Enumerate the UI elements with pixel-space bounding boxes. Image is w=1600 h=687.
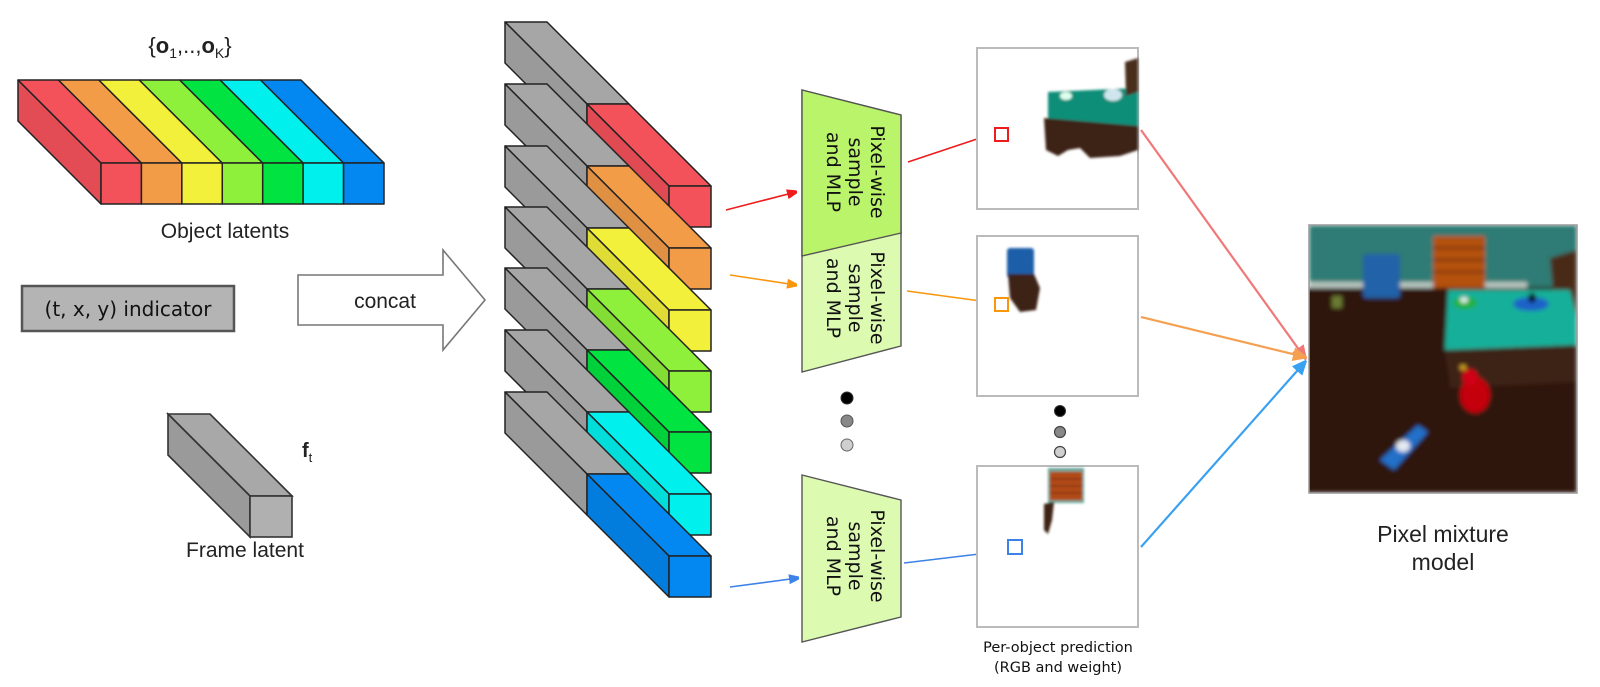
- svg-text:{o1,..,oK}: {o1,..,oK}: [148, 33, 231, 61]
- arrow-pred-to-mixture-1: [1140, 129, 1305, 358]
- arrow-stack-to-mlp-2: [729, 274, 796, 285]
- indicator-rect: [20, 284, 236, 333]
- mlp-3-line3: and MLP: [822, 516, 844, 596]
- mlp-trapezoid-3: [801, 474, 902, 643]
- panel-ellipsis: [1053, 405, 1067, 459]
- set-o1: o: [156, 33, 169, 58]
- arrow-pred-to-mixture-2: [1140, 315, 1305, 357]
- arrow-mlp-to-pred-1: [907, 136, 986, 163]
- panel-3-content: [1044, 468, 1084, 534]
- mlp-trapezoid-1-overlay: [801, 89, 902, 257]
- mlp-3-line1: Pixel-wise: [866, 509, 888, 602]
- panel-3-frame: [976, 465, 1139, 628]
- frame-latent-symbol: ft: [302, 440, 313, 465]
- mlp-1-line3: and MLP: [822, 132, 844, 212]
- arrow-stack-to-mlp-3: [729, 578, 798, 588]
- mlp-text-2: Pixel-wise sample and MLP: [822, 251, 888, 344]
- set-sub-K: K: [215, 45, 225, 61]
- mlp-text-1: Pixel-wise sample and MLP: [822, 125, 888, 218]
- pixel-marker-3: [1007, 539, 1023, 555]
- panel-2-frame: [976, 235, 1139, 397]
- set-brace-open: {: [148, 33, 155, 58]
- mlp-ellipsis: [840, 391, 854, 452]
- frame-latent-caption: Frame latent: [186, 539, 304, 562]
- frame-latent-front-face: [249, 495, 293, 538]
- mlp-text-3: Pixel-wise sample and MLP: [822, 509, 888, 602]
- mlp-1-line1: Pixel-wise: [866, 125, 888, 218]
- pixel-mixture-image: [1308, 224, 1578, 494]
- arrow-pred-to-mixture-3: [1140, 362, 1305, 548]
- mlp-block-3: [801, 474, 902, 643]
- set-brace-close: }: [224, 33, 231, 58]
- pixel-marker-2: [994, 297, 1009, 312]
- object-latents-caption: Object latents: [161, 220, 289, 243]
- per-object-panel-3: [976, 465, 1139, 628]
- concat-arrow-shape: [297, 247, 487, 353]
- panel-ellipsis-dot-3: [1053, 445, 1067, 459]
- object-latent-slot-5-front: [261, 162, 304, 205]
- frame-symbol-f: f: [302, 440, 309, 462]
- per-object-panel-2: [976, 235, 1139, 397]
- panel-ellipsis-dot-2: [1053, 425, 1067, 439]
- mlp-1-line2: sample: [844, 137, 866, 206]
- ellipsis-dot-1: [840, 391, 854, 405]
- concat-arrow: concat: [297, 247, 487, 353]
- object-latent-slot-2-front: [140, 162, 183, 205]
- panel-ellipsis-dot-1: [1054, 405, 1066, 417]
- panel-1-content: [1044, 58, 1138, 158]
- concat-label: concat: [354, 290, 416, 313]
- arrow-stack-to-mlp-1: [725, 192, 796, 211]
- per-object-panel-1: [976, 47, 1139, 210]
- per-object-caption-line1: Per-object prediction: [983, 640, 1133, 656]
- mlp-2-line1: Pixel-wise: [866, 251, 888, 344]
- frame-symbol-sub: t: [309, 450, 313, 465]
- object-latents-block: [17, 79, 385, 205]
- frame-latent-block: [166, 412, 294, 539]
- object-latent-slot-3-front: [181, 162, 224, 205]
- mlp-2-line3: and MLP: [822, 258, 844, 338]
- mixture-caption-line2: model: [1412, 549, 1475, 575]
- object-latent-slot-6-front: [302, 162, 345, 205]
- indicator-label: (t, x, y) indicator: [45, 297, 213, 321]
- object-latents-set-label: {o1,..,oK}: [148, 33, 231, 61]
- pixel-marker-1: [994, 127, 1009, 142]
- set-sub-1: 1: [169, 45, 177, 61]
- mlp-3-line2: sample: [844, 521, 866, 590]
- mixture-caption-line1: Pixel mixture: [1377, 521, 1509, 547]
- indicator-box: (t, x, y) indicator: [20, 284, 236, 333]
- object-latent-slot-7-front: [342, 162, 385, 205]
- set-oK: o: [201, 33, 214, 58]
- arrow-mlp-to-pred-2: [906, 290, 988, 302]
- set-mid: ,..,: [177, 33, 201, 58]
- object-latent-slot-4-front: [221, 162, 264, 205]
- object-latent-slot-1-front: [100, 162, 143, 205]
- stack-row-7-color-front: [668, 555, 712, 598]
- concatenated-latents-stack: [504, 21, 712, 598]
- panel-2-content: [1007, 248, 1040, 312]
- mlp-2-line2: sample: [844, 263, 866, 332]
- per-object-caption-line2: (RGB and weight): [994, 660, 1122, 676]
- ellipsis-dot-2: [840, 414, 854, 428]
- mixture-frame: [1308, 224, 1578, 494]
- ellipsis-dot-3: [840, 438, 854, 452]
